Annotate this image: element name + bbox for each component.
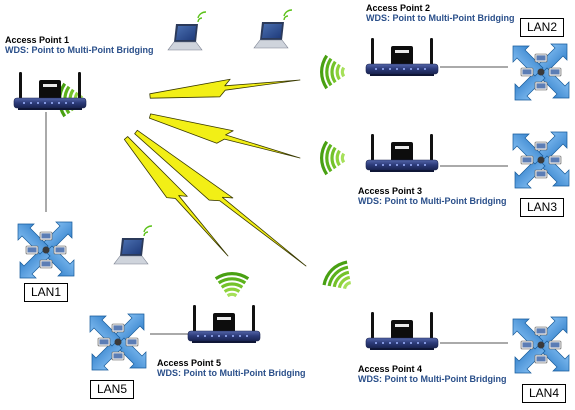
laptop-icon-3 [113,225,153,265]
ap2-signal-icon-arc [330,60,337,84]
ap5-signal-icon-arc [214,272,250,281]
laptop-icon-1 [167,11,207,51]
ap1-mode: WDS: Point to Multi-Point Bridging [5,45,154,55]
lan4-label: LAN4 [522,384,567,403]
ap1-router-icon [13,72,87,110]
lan3-cluster-icon [512,131,570,189]
lightning-link-ap1-ap3 [149,113,301,159]
routers [13,38,439,350]
lan4-cluster-icon [512,316,570,374]
ap3-title: Access Point 3 [358,186,423,196]
ap5-signal-icon-arc [226,292,238,298]
ap4-router-icon [365,312,439,350]
ap3-signal-icon-arc [330,146,337,170]
ap5-signal-icon-arc [220,282,244,289]
ap2-signal-icon [320,54,346,90]
ap4-signal-icon [322,260,351,289]
ap2-signal-icon-arc [320,54,329,90]
ap5-signal-icon-arc [223,287,241,293]
ap5-title: Access Point 5 [157,358,222,368]
ap2-router-icon [365,38,439,76]
ap3-router-icon [365,134,439,172]
ap3-signal-icon [320,140,346,176]
wireless-links [123,78,307,267]
lan5-label: LAN5 [90,380,135,399]
laptops [113,9,293,265]
lan1-cluster-icon [17,221,75,279]
lan2-cluster-icon [512,43,570,101]
ap3-signal-icon-arc [325,143,333,173]
ap4-signal-icon-arc [337,275,351,289]
ap2-signal-icon-arc [340,66,346,78]
ap3-signal-icon-arc [320,140,329,176]
ap5-signal-icon-arc [217,277,247,285]
lan-clusters [17,43,570,374]
lan5-cluster-icon [89,313,147,371]
ap1-title: Access Point 1 [5,35,70,45]
laptop-icon-2 [253,9,293,49]
lan1-label: LAN1 [24,283,69,302]
lightning-link-ap1-ap5 [123,136,229,257]
lightning-link-ap1-ap4 [134,129,307,267]
ap4-signal-icon-arc [322,260,348,286]
ap3-signal-icon-arc [340,152,346,164]
ap4-signal-icon-arc [342,280,351,289]
lan2-label: LAN2 [520,18,565,37]
ap5-signal-icon [214,272,250,298]
ap2-title: Access Point 2 [366,3,431,13]
ap4-signal-icon-arc [327,265,349,287]
ap2-signal-icon-arc [335,63,341,81]
ap2-signal-icon-arc [325,57,333,87]
ap4-title: Access Point 4 [358,364,423,374]
lan3-label: LAN3 [520,198,565,217]
ap3-mode: WDS: Point to Multi-Point Bridging [358,196,507,206]
ap4-signal-icon-arc [332,270,350,288]
ap2-mode: WDS: Point to Multi-Point Bridging [366,13,515,23]
wired-links [45,66,508,344]
ap4-mode: WDS: Point to Multi-Point Bridging [358,374,507,384]
ap5-router-icon [187,305,261,343]
ap5-mode: WDS: Point to Multi-Point Bridging [157,368,306,378]
lightning-link-ap1-ap2 [149,78,301,99]
ap3-signal-icon-arc [335,149,341,167]
